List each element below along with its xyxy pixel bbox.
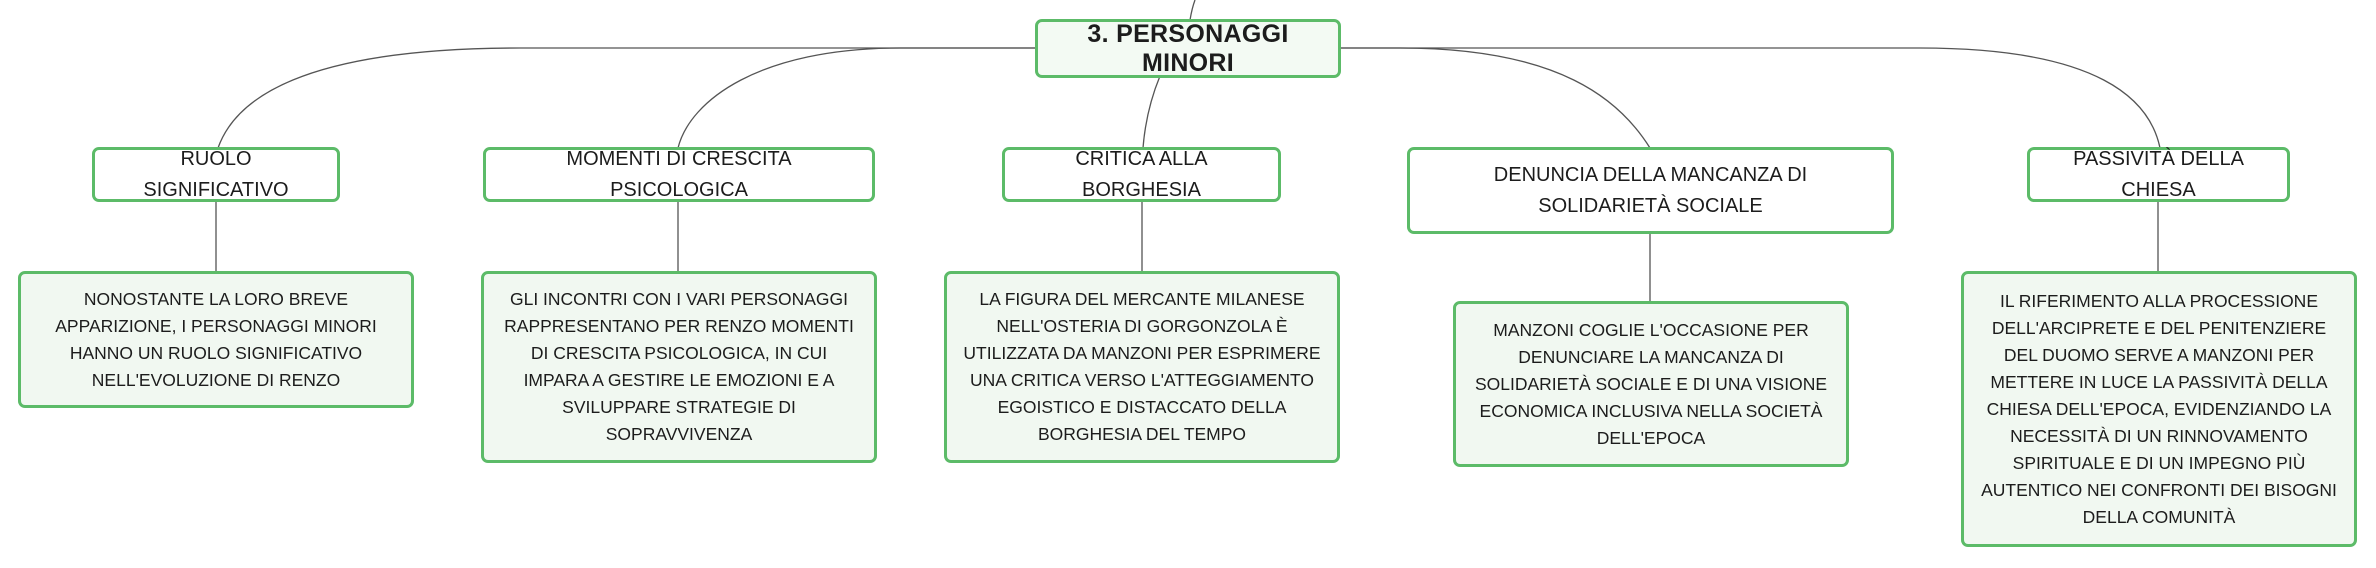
topic-ruolo-significativo[interactable]: RUOLO SIGNIFICATIVO: [92, 147, 340, 202]
detail-denuncia-della-mancanza-di-solidarieta-sociale[interactable]: MANZONI COGLIE L'OCCASIONE PER DENUNCIAR…: [1453, 301, 1849, 467]
topic-label: PASSIVITÀ DELLA CHIESA: [2073, 147, 2244, 201]
connector-root-to-topic-2: [677, 47, 1040, 149]
central-topic[interactable]: 3. PERSONAGGI MINORI: [1035, 19, 1341, 78]
detail-text: NONOSTANTE LA LORO BREVE APPARIZIONE, I …: [55, 288, 377, 390]
connector-root-to-topic-5: [1340, 47, 2161, 149]
topic-momenti-di-crescita-psicologica[interactable]: MOMENTI DI CRESCITA PSICOLOGICA: [483, 147, 875, 202]
detail-critica-alla-borghesia[interactable]: LA FIGURA DEL MERCANTE MILANESE NELL'OST…: [944, 271, 1340, 463]
connector-root-to-topic-4: [1340, 47, 1651, 149]
connector-root-to-topic-3: [1142, 75, 1161, 149]
topic-passivita-della-chiesa[interactable]: PASSIVITÀ DELLA CHIESA: [2027, 147, 2290, 202]
topic-critica-alla-borghesia[interactable]: CRITICA ALLA BORGHESIA: [1002, 147, 1281, 202]
topic-label: CRITICA ALLA BORGHESIA: [1075, 147, 1208, 201]
topic-denuncia-della-mancanza-di-solidarieta-sociale[interactable]: DENUNCIA DELLA MANCANZA DI SOLIDARIETÀ S…: [1407, 147, 1894, 234]
detail-text: IL RIFERIMENTO ALLA PROCESSIONE DELL'ARC…: [1981, 290, 2337, 527]
topic-label: DENUNCIA DELLA MANCANZA DI SOLIDARIETÀ S…: [1493, 163, 1808, 217]
detail-text: GLI INCONTRI CON I VARI PERSONAGGI RAPPR…: [504, 289, 854, 444]
detail-text: LA FIGURA DEL MERCANTE MILANESE NELL'OST…: [963, 289, 1321, 444]
detail-momenti-di-crescita-psicologica[interactable]: GLI INCONTRI CON I VARI PERSONAGGI RAPPR…: [481, 271, 877, 463]
detail-passivita-della-chiesa[interactable]: IL RIFERIMENTO ALLA PROCESSIONE DELL'ARC…: [1961, 271, 2357, 547]
topic-label: RUOLO SIGNIFICATIVO: [143, 147, 289, 201]
central-topic-label: 3. PERSONAGGI MINORI: [1087, 19, 1289, 77]
detail-ruolo-significativo[interactable]: NONOSTANTE LA LORO BREVE APPARIZIONE, I …: [18, 271, 414, 408]
topic-label: MOMENTI DI CRESCITA PSICOLOGICA: [566, 147, 792, 201]
connector-root-to-topic-1: [217, 47, 1040, 149]
detail-text: MANZONI COGLIE L'OCCASIONE PER DENUNCIAR…: [1474, 319, 1828, 448]
parent-link-line: [1189, 0, 1196, 21]
